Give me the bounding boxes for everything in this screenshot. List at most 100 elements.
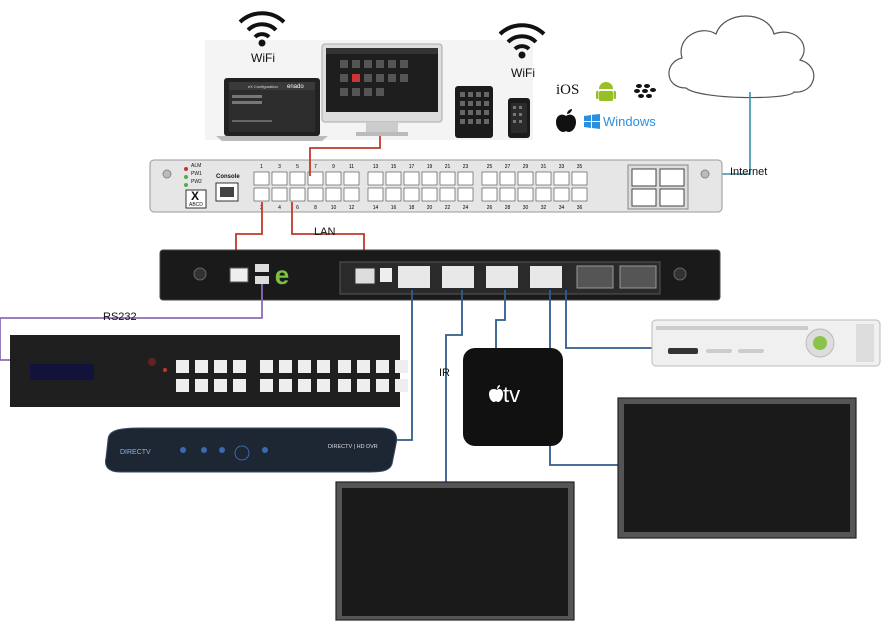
port-number-bottom: 12 [349, 205, 355, 211]
matrix-button [376, 379, 389, 392]
wifi-icon [238, 11, 286, 47]
port-number-top: 31 [541, 164, 547, 170]
port-number-top: 11 [349, 164, 354, 170]
sfp-cage [627, 164, 689, 210]
apple-icon [489, 389, 503, 402]
switch-port-group: 1234567891011121314151617181920212223242… [253, 164, 588, 211]
port-number-top: 29 [523, 164, 529, 170]
port-number-bottom: 6 [296, 205, 299, 211]
rs232-label: RS232 [103, 311, 137, 323]
rj45-port [439, 187, 456, 202]
rj45-port [499, 187, 516, 202]
phone [508, 98, 530, 138]
rj45-port [535, 187, 552, 202]
rj45-port [421, 187, 438, 202]
laptop [216, 78, 328, 141]
wifi-label-left: WiFi [251, 51, 275, 65]
port-number-bottom: 4 [278, 205, 281, 211]
matrix-button [317, 379, 330, 392]
matrix-button [279, 379, 292, 392]
port-number-top: 27 [505, 164, 511, 170]
matrix-button [298, 379, 311, 392]
rj45-port [343, 187, 360, 202]
directv-brand: DIRECTV [120, 449, 151, 456]
led-label-alm: ALM [191, 163, 202, 169]
directv-model: DIRECTV | HD DVR [328, 444, 378, 450]
rj45-port [289, 171, 306, 186]
matrix-button [357, 379, 370, 392]
matrix-button [395, 379, 408, 392]
matrix-button [195, 379, 208, 392]
port-number-top: 17 [409, 164, 415, 170]
port-number-bottom: 24 [463, 205, 469, 211]
matrix-button [260, 360, 273, 373]
cloud-icon [668, 15, 815, 99]
tv-center [335, 481, 575, 621]
rj45-port [271, 171, 288, 186]
matrix-button [338, 360, 351, 373]
port-number-bottom: 20 [427, 205, 433, 211]
rj45-port [499, 171, 516, 186]
matrix-button [279, 360, 292, 373]
rj45-port [307, 187, 324, 202]
port-number-bottom: 30 [523, 205, 529, 211]
port-number-top: 23 [463, 164, 469, 170]
wifi-icon [498, 23, 546, 59]
matrix-button [338, 379, 351, 392]
laptop-subtitle: eX Configuration [248, 84, 278, 89]
rj45-port [253, 187, 270, 202]
port-number-top: 19 [427, 164, 433, 170]
matrix-button [260, 379, 273, 392]
laptop-title: enado [287, 84, 304, 90]
led-label-pw1: PW1 [191, 171, 202, 177]
desktop-monitor [321, 43, 443, 136]
port-number-bottom: 32 [541, 205, 547, 211]
tablet [455, 86, 493, 138]
port-number-top: 25 [487, 164, 493, 170]
rj45-port [343, 171, 360, 186]
apple-icon [556, 109, 576, 132]
matrix-button [298, 360, 311, 373]
port-number-top: 9 [332, 164, 335, 170]
port-number-top: 7 [314, 164, 317, 170]
port-number-top: 13 [373, 164, 379, 170]
port-number-bottom: 28 [505, 205, 511, 211]
rj45-port [289, 187, 306, 202]
port-number-top: 3 [278, 164, 281, 170]
rj45-port [553, 171, 570, 186]
rj45-port [535, 171, 552, 186]
port-number-top: 15 [391, 164, 397, 170]
apple-tv [463, 348, 563, 446]
port-number-bottom: 26 [487, 205, 493, 211]
android-icon [596, 82, 616, 101]
ir-label: IR [439, 367, 450, 379]
directv-receiver [105, 427, 398, 473]
rj45-port [553, 187, 570, 202]
lan-label: LAN [314, 226, 336, 238]
internet-label: Internet [730, 166, 768, 178]
matrix-button [233, 360, 246, 373]
console-label: Console [216, 174, 240, 180]
rj45-port [457, 187, 474, 202]
matrix-button [214, 360, 227, 373]
rj45-port [385, 171, 402, 186]
windows-icon [584, 114, 600, 129]
rj45-port [571, 171, 588, 186]
port-number-top: 33 [559, 164, 565, 170]
port-number-top: 1 [260, 164, 263, 170]
rj45-port [307, 171, 324, 186]
blackberry-icon [634, 84, 656, 98]
rj45-port [481, 171, 498, 186]
matrix-button [214, 379, 227, 392]
port-number-bottom: 18 [409, 205, 415, 211]
green-brand-logo: e [275, 260, 289, 290]
matrix-button [176, 360, 189, 373]
switch-brand-sub: ABCD [189, 202, 203, 208]
port-number-bottom: 22 [445, 205, 451, 211]
appletv-label: tv [503, 382, 520, 407]
port-number-top: 21 [445, 164, 451, 170]
rj45-port [517, 187, 534, 202]
game-console [651, 319, 881, 367]
rj45-port [271, 187, 288, 202]
